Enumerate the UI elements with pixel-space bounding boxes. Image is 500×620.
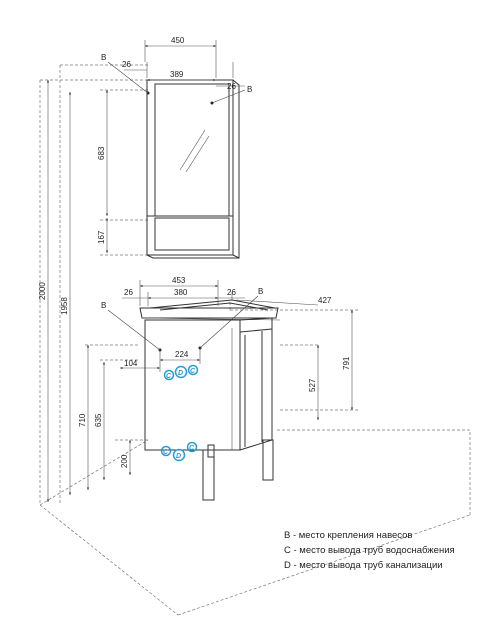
legend-item-b: B - место крепления навесов <box>284 530 413 541</box>
mirror-offset-left-label: 26 <box>122 60 131 69</box>
marker-c-upper-left <box>163 369 175 381</box>
mirror-shelf-height-label: 167 <box>97 230 106 244</box>
mirror-cabinet <box>146 79 240 259</box>
vanity-depth-label: 427 <box>318 296 332 305</box>
marker-c-upper-right-label: C <box>190 368 196 375</box>
marker-c-lower-left <box>160 445 172 457</box>
markers-upper <box>163 364 199 381</box>
drain-height-label: 200 <box>120 454 129 468</box>
legend-item-d: D - место вывода труб канализации <box>284 560 443 571</box>
total-height-label: 2000 <box>38 282 47 300</box>
supply-height-label: 635 <box>94 413 103 427</box>
vanity-mount-height-label: 710 <box>78 413 87 427</box>
marker-c-upper-left-label: C <box>166 373 172 380</box>
left-vertical-dims <box>46 80 132 502</box>
markers-lower <box>160 441 198 462</box>
marker-c-lower-left-label: C <box>163 449 169 456</box>
vanity-cabinet <box>139 299 281 501</box>
mirror-offset-right-label: 26 <box>227 82 236 91</box>
mirror-b-left-label: B <box>101 53 106 62</box>
marker-c-lower-right-label: C <box>189 445 195 452</box>
marker-d-upper-label: D <box>178 370 183 377</box>
mirror-width-label: 450 <box>171 36 185 45</box>
marker-c-lower-right <box>186 441 198 453</box>
vanity-vertical-dims <box>316 310 354 420</box>
vanity-b-left-label: B <box>101 301 106 310</box>
vanity-height-label: 791 <box>342 356 351 370</box>
vanity-b-right-label: B <box>258 287 263 296</box>
vanity-offset-left-label: 26 <box>124 288 133 297</box>
legend-item-c: C - место вывода труб водоснабжения <box>284 545 455 556</box>
vanity-inner-width-label: 380 <box>174 288 188 297</box>
vanity-width-label: 453 <box>172 276 186 285</box>
mirror-b-right-label: B <box>247 85 252 94</box>
legend: B - место крепления навесов C - место вы… <box>284 528 494 573</box>
vanity-legs-level-label: 527 <box>308 378 317 392</box>
vanity-hole-spacing-label: 224 <box>175 350 189 359</box>
marker-c-upper-right <box>187 364 199 376</box>
floor-outline <box>39 65 471 616</box>
mirror-inner-width-label: 389 <box>170 70 184 79</box>
vanity-hole-offset-label: 104 <box>124 359 138 368</box>
marker-d-lower <box>172 448 186 462</box>
marker-d-lower-label: D <box>176 453 181 460</box>
mirror-top-height-label: 1958 <box>60 297 69 315</box>
mirror-dims <box>124 40 245 87</box>
vanity-offset-right-label: 26 <box>227 288 236 297</box>
marker-d-upper <box>174 365 188 379</box>
vanity-dims <box>120 280 319 372</box>
mirror-height-label: 683 <box>97 146 106 160</box>
